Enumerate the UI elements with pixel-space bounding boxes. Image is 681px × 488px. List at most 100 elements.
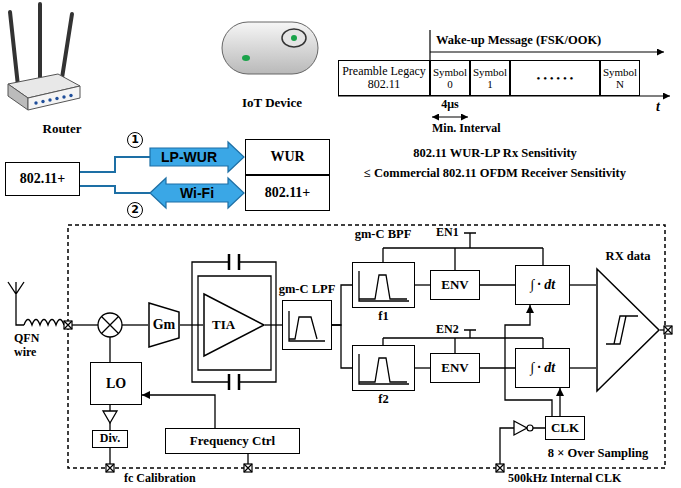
block-text: Symbol N bbox=[601, 66, 639, 90]
outline bbox=[596, 268, 660, 392]
clock-block: CLK bbox=[545, 416, 585, 440]
transconductor-block: Gm bbox=[148, 302, 180, 348]
block-text: ∫ · dt bbox=[530, 360, 555, 375]
signal-name: EN1 bbox=[436, 226, 459, 240]
connector bbox=[80, 142, 244, 172]
router-illustration bbox=[8, 4, 80, 110]
pin-label: fc Calibration bbox=[124, 472, 196, 486]
signal-name: EN2 bbox=[436, 323, 459, 337]
connector bbox=[80, 178, 244, 208]
arrow-label: LP-WUR bbox=[161, 149, 217, 165]
arrow-label: Wi-Fi bbox=[180, 185, 214, 201]
buffer-symbol bbox=[514, 421, 527, 435]
divider-block: Div. bbox=[92, 430, 128, 448]
integrator-block: ∫ · dt bbox=[515, 265, 570, 305]
connector bbox=[265, 325, 282, 326]
filter-block: f2 bbox=[352, 345, 415, 391]
connector-line bbox=[142, 395, 215, 428]
hysteresis-symbol bbox=[606, 316, 638, 344]
filter-curve bbox=[359, 354, 409, 384]
integrator-block: ∫ · dt bbox=[515, 348, 570, 388]
callout-number: 1 bbox=[127, 132, 143, 148]
block-label: RX data bbox=[606, 250, 651, 264]
timing-lines bbox=[338, 30, 670, 117]
connector-line bbox=[80, 186, 150, 193]
block-text: Div. bbox=[100, 432, 120, 445]
module-box: WUR bbox=[245, 139, 330, 175]
filter-curve bbox=[359, 271, 409, 301]
block-text: Symbol 1 bbox=[471, 66, 509, 90]
timing-label: Wake-up Message (FSK/OOK) bbox=[436, 33, 601, 47]
outline-shape bbox=[204, 294, 264, 356]
connector-line bbox=[559, 388, 560, 416]
filter-block: gm-C LPF bbox=[282, 300, 332, 350]
envelope-block: ENV bbox=[430, 353, 480, 383]
block-text: 802.11+ bbox=[265, 185, 311, 200]
connector bbox=[570, 368, 596, 369]
connector bbox=[332, 325, 352, 368]
control-block: Frequency Ctrl bbox=[165, 428, 300, 454]
iot-device-illustration bbox=[222, 22, 318, 74]
inverter-bubble bbox=[527, 425, 533, 431]
connector-line bbox=[180, 324, 203, 325]
envelope-block: ENV bbox=[430, 270, 480, 300]
block-text: WUR bbox=[270, 149, 304, 164]
block-label: f1 bbox=[378, 310, 388, 324]
frame-field: • • • • • • bbox=[510, 60, 600, 96]
callout-number: 2 bbox=[127, 202, 143, 218]
axis-label: t bbox=[656, 99, 660, 115]
block-text: 802.11+ bbox=[20, 171, 66, 186]
note-text: 802.11 WUR-LP Rx Sensitivity bbox=[413, 146, 577, 160]
connector-line bbox=[80, 157, 150, 172]
frame-field: Symbol 1 bbox=[470, 60, 510, 96]
block-arrow bbox=[150, 142, 244, 172]
outline-shape bbox=[149, 303, 179, 347]
block-label: gm-C LPF bbox=[279, 283, 336, 297]
connector bbox=[142, 395, 215, 428]
buffer-symbol bbox=[103, 411, 117, 423]
signal-name: 8 × Over Sampling bbox=[548, 446, 648, 460]
filter-block: f1 bbox=[352, 262, 415, 308]
block-text: LO bbox=[106, 376, 126, 391]
module-box: 802.11+ bbox=[245, 175, 330, 211]
comparator-block: RX data bbox=[596, 268, 660, 392]
block-label: gm-C BPF bbox=[355, 227, 412, 241]
pin-label: QFN wire bbox=[14, 332, 50, 360]
dimension-label: Min. Interval bbox=[432, 122, 501, 136]
dimension-label: 4μs bbox=[441, 98, 458, 112]
connector-line bbox=[480, 367, 515, 368]
block-text: Symbol 0 bbox=[431, 66, 469, 90]
filter-symbol bbox=[353, 263, 413, 306]
filter-symbol bbox=[353, 346, 413, 389]
connector-line bbox=[570, 367, 596, 368]
connector bbox=[480, 368, 515, 369]
outline-shape bbox=[597, 269, 659, 391]
filter-curve bbox=[289, 311, 325, 341]
node-box: 802.11+ bbox=[5, 162, 80, 196]
connector-line bbox=[570, 284, 596, 285]
connector-line bbox=[415, 367, 430, 368]
block-text: Preamble Legacy 802.11 bbox=[339, 65, 429, 91]
connector-line bbox=[332, 325, 352, 368]
connector bbox=[415, 285, 430, 286]
block-arrow bbox=[150, 178, 244, 208]
block-text: ∫ · dt bbox=[530, 277, 555, 292]
connector-line bbox=[415, 284, 430, 285]
connector bbox=[570, 285, 596, 286]
block-text: Gm bbox=[153, 317, 176, 332]
oscillator-block: LO bbox=[90, 362, 142, 405]
block-text: ENV bbox=[441, 361, 468, 375]
frame-field: Symbol 0 bbox=[430, 60, 470, 96]
device-label: Router bbox=[43, 122, 82, 137]
connector bbox=[180, 325, 203, 326]
frame-field: Symbol N bbox=[600, 60, 640, 96]
connector bbox=[480, 285, 515, 286]
chip-wiring bbox=[8, 233, 664, 464]
amplifier-block: TIA bbox=[203, 293, 265, 357]
block-text: ENV bbox=[441, 278, 468, 292]
filter-symbol bbox=[283, 301, 330, 348]
note-text: ≤ Commercial 802.11 OFDM Receiver Sensit… bbox=[364, 166, 626, 180]
connector-line bbox=[480, 284, 515, 285]
frame-field: Preamble Legacy 802.11 bbox=[338, 60, 430, 96]
